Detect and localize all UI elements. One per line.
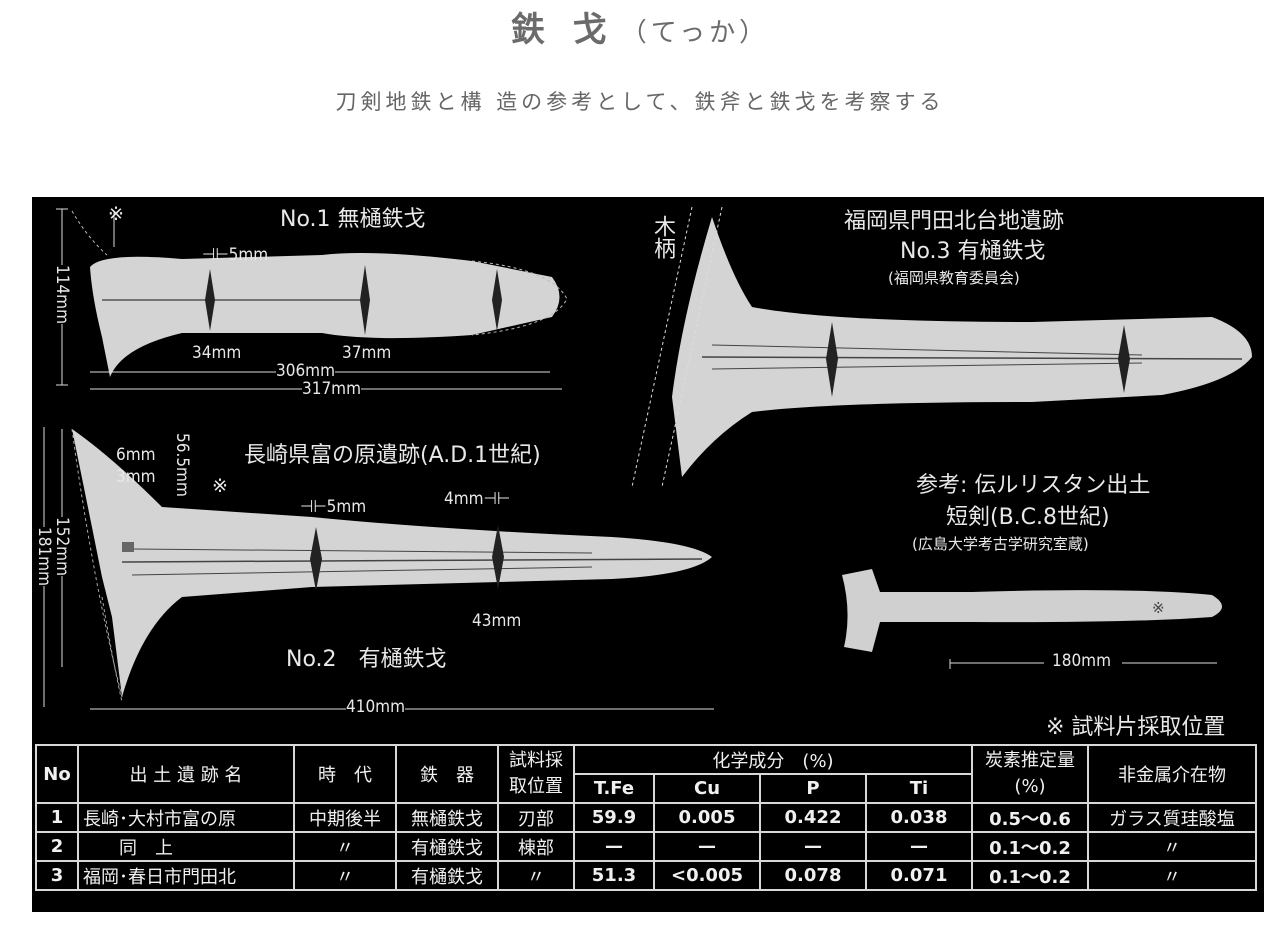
title-main: 鉄 戈 — [510, 10, 615, 50]
no1-title: No.1 無樋鉄戈 — [280, 207, 426, 232]
table-subheader-row: T.Fe Cu P Ti — [36, 773, 1256, 804]
no3-site-label: 福岡県門田北台地遺跡 — [844, 209, 1065, 234]
no2-dim-43mm: 43mm — [472, 611, 522, 631]
cell-p: 0.078 — [759, 860, 867, 891]
no2-dim-152mm: 152mm — [52, 517, 72, 576]
reference-sample-mark: ※ — [1152, 599, 1165, 617]
no2-dim-4mm: 4mm⊣⊢ — [444, 489, 511, 509]
cell-cu: 0.005 — [653, 802, 761, 833]
cell-inclusion: 〃 — [1087, 831, 1257, 862]
page-subtitle: 刀剣地鉄と構 造の参考として、鉄斧と鉄戈を考察する — [335, 90, 945, 114]
cell-ti: — — [865, 831, 973, 862]
reference-dagger-drawing — [842, 569, 1222, 669]
cell-tfe: — — [573, 831, 655, 862]
header-inclusion: 非金属介在物 — [1087, 744, 1257, 804]
cell-ti: 0.038 — [865, 802, 973, 833]
no1-sample-mark: ※ — [108, 203, 124, 225]
cell-cu: <0.005 — [653, 860, 761, 891]
table-header-row: No 出 土 遺 跡 名 時 代 鉄 器 試料採取位置 化学成分 (%) 炭素推… — [35, 744, 1257, 804]
cell-no: 3 — [35, 860, 79, 891]
cell-tfe: 59.9 — [573, 802, 655, 833]
cell-p: — — [759, 831, 867, 862]
cell-tool: 有樋鉄戈 — [395, 831, 499, 862]
cell-site: 同 上 — [77, 831, 295, 862]
chemical-composition-table: No 出 土 遺 跡 名 時 代 鉄 器 試料採取位置 化学成分 (%) 炭素推… — [35, 744, 1257, 891]
no2-dim-thickness: ⊣⊢5mm — [300, 497, 367, 517]
no1-dim-thickness: ⊣⊢5mm — [202, 245, 269, 265]
header-site: 出 土 遺 跡 名 — [77, 744, 295, 804]
header-tfe: T.Fe — [573, 773, 655, 804]
header-sample-position: 試料採取位置 — [497, 744, 575, 804]
cell-no: 1 — [35, 802, 79, 833]
no1-dim-length-2: 317mm — [302, 379, 361, 399]
cell-site: 福岡･春日市門田北 — [77, 860, 295, 891]
iron-halberd-figure: No.1 無樋鉄戈 ※ ⊣⊢5mm 34mm 37mm 306mm 317mm … — [32, 197, 1264, 912]
reference-line-3: (広島大学考古学研究室蔵) — [912, 535, 1089, 553]
no2-title: No.2 有樋鉄戈 — [286, 647, 447, 672]
cell-era: 〃 — [293, 860, 397, 891]
cell-carbon: 0.5〜0.6 — [971, 802, 1089, 833]
no2-site-label: 長崎県富の原遺跡(A.D.1世紀) — [244, 443, 541, 468]
no1-blade-drawing — [56, 208, 568, 390]
no1-dim-height: 114mm — [52, 265, 72, 324]
cell-carbon: 0.1〜0.2 — [971, 860, 1089, 891]
no1-dim-width-1: 34mm — [192, 343, 242, 363]
cell-sample: 〃 — [497, 860, 575, 891]
cell-sample: 刃部 — [497, 802, 575, 833]
header-cu: Cu — [653, 773, 761, 804]
cell-sample: 棟部 — [497, 831, 575, 862]
table-row: 3 福岡･春日市門田北 〃 有樋鉄戈 〃 51.3 <0.005 0.078 0… — [35, 860, 1257, 891]
cell-site: 長崎･大村市富の原 — [77, 802, 295, 833]
no3-title: No.3 有樋鉄戈 — [900, 239, 1046, 264]
no2-dim-56-5mm: 56.5mm — [172, 433, 192, 497]
cell-tool: 無樋鉄戈 — [395, 802, 499, 833]
cell-no: 2 — [35, 831, 79, 862]
page-title: 鉄 戈（てっか） — [0, 2, 1280, 51]
reference-dim-180mm: 180mm — [1052, 651, 1111, 671]
no2-dim-3mm: 3mm — [116, 467, 156, 487]
title-kana: （てっか） — [620, 18, 770, 48]
cell-p: 0.422 — [759, 802, 867, 833]
cell-era: 中期後半 — [293, 802, 397, 833]
no2-sample-mark: ※ — [212, 475, 228, 497]
header-era: 時 代 — [293, 744, 397, 804]
header-ti: Ti — [865, 773, 973, 804]
header-tool: 鉄 器 — [395, 744, 499, 804]
header-carbon: 炭素推定量(%) — [971, 744, 1089, 804]
legend-sample-position: ※ 試料片採取位置 — [1046, 715, 1226, 740]
no1-dim-width-2: 37mm — [342, 343, 392, 363]
no3-blade-drawing — [631, 206, 1252, 488]
header-p: P — [759, 773, 867, 804]
header-chemical: 化学成分 (%) — [573, 744, 973, 775]
no2-dim-181mm: 181mm — [34, 527, 54, 586]
no3-handle-label: 木柄 — [650, 215, 675, 259]
no1-dim-length-1: 306mm — [276, 361, 335, 381]
cell-tool: 有樋鉄戈 — [395, 860, 499, 891]
reference-line-1: 参考: 伝ルリスタン出土 — [916, 473, 1151, 498]
cell-inclusion: 〃 — [1087, 860, 1257, 891]
no2-dim-410mm: 410mm — [346, 697, 405, 717]
reference-line-2: 短剣(B.C.8世紀) — [946, 505, 1110, 530]
cell-era: 〃 — [293, 831, 397, 862]
no3-source: (福岡県教育委員会) — [888, 269, 1020, 287]
cell-tfe: 51.3 — [573, 860, 655, 891]
cell-inclusion: ガラス質珪酸塩 — [1087, 802, 1257, 833]
header-no: No — [35, 744, 79, 804]
cell-cu: — — [653, 831, 761, 862]
cell-carbon: 0.1〜0.2 — [971, 831, 1089, 862]
no2-dim-6mm: 6mm — [116, 445, 156, 465]
table-row: 2 同 上 〃 有樋鉄戈 棟部 — — — — 0.1〜0.2 〃 — [35, 831, 1257, 862]
cell-ti: 0.071 — [865, 860, 973, 891]
table-row: 1 長崎･大村市富の原 中期後半 無樋鉄戈 刃部 59.9 0.005 0.42… — [35, 802, 1257, 833]
